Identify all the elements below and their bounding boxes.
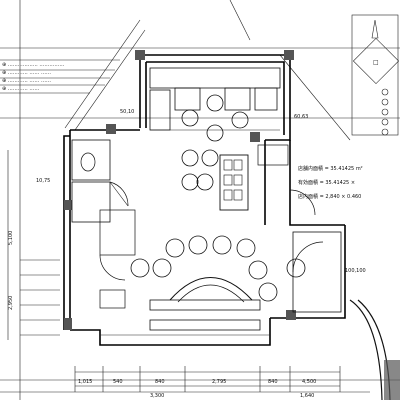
exterior-curve <box>349 299 383 400</box>
svg-text:⊕ ………… …… ……: ⊕ ………… …… …… <box>2 78 51 84</box>
dim-bottom-2: 540 <box>113 379 123 385</box>
svg-text:□: □ <box>373 59 379 66</box>
dim-bottom-3: 840 <box>155 379 165 385</box>
dim-left-2: 5,100 <box>8 231 14 245</box>
area-line-2: 有効面積 = 35.41425 × <box>298 179 355 186</box>
stair-lines <box>20 259 60 336</box>
dim-right: 100,100 <box>345 268 366 274</box>
structural-columns <box>64 50 296 330</box>
dim-right-upper: 60,63 <box>294 114 308 120</box>
dim-upper-left: 50,10 <box>120 109 134 115</box>
svg-text:⊕ ………… ……: ⊕ ………… …… <box>2 86 39 92</box>
svg-text:⊕ ………… …… ……: ⊕ ………… …… …… <box>2 70 51 76</box>
legend-notes: ⊕ ……………… …………… ⊕ ………… …… …… ⊕ ………… …… ……… <box>0 59 120 94</box>
toilet-rooms <box>71 139 136 309</box>
area-line-3: 店内面積 = 2,840 × 0.460 <box>298 193 361 200</box>
dim-bottom-row2-2: 1,640 <box>300 393 314 399</box>
area-line-1: 店舗内面積 = 35.41425 m² <box>298 165 363 172</box>
dimension-lines <box>7 150 341 392</box>
dim-bottom-4: 2,795 <box>212 379 226 385</box>
dim-bottom-6: 4,500 <box>302 379 316 385</box>
dim-bottom-1: 1,015 <box>78 379 92 385</box>
svg-text:⊕ ……………… ……………: ⊕ ……………… …………… <box>2 62 64 68</box>
round-seats <box>130 94 306 302</box>
key-plan: □ <box>351 14 400 136</box>
right-room <box>257 144 342 313</box>
dim-left-1: 10,75 <box>36 178 50 184</box>
kitchen-equipment <box>149 67 281 131</box>
dim-bottom-5: 840 <box>268 379 278 385</box>
bar-counter <box>219 154 249 211</box>
dim-left-3: 2,950 <box>8 296 14 310</box>
dim-bottom-row2-1: 3,300 <box>150 393 164 399</box>
building-walls <box>63 54 346 346</box>
curved-counter <box>100 277 270 336</box>
